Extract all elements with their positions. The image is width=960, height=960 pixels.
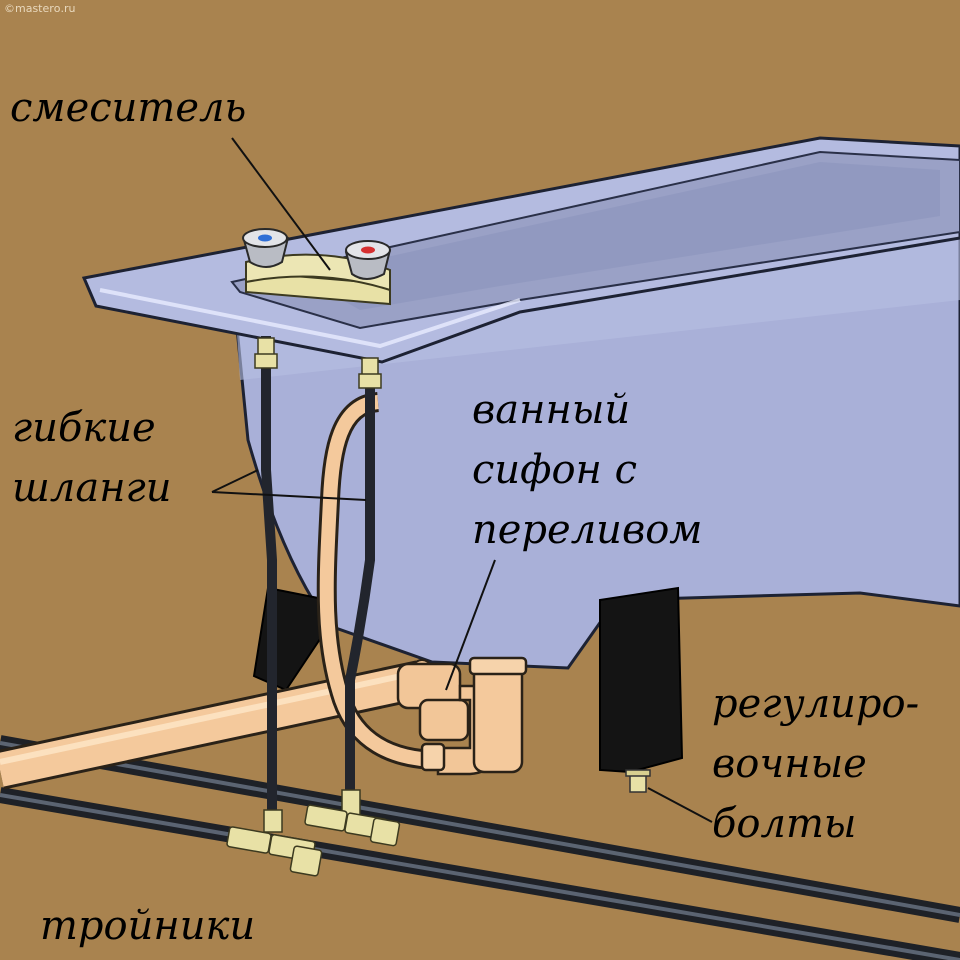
label-hoses: гибкие шланги [12, 398, 172, 518]
label-mixer-text: смеситель [10, 85, 247, 131]
hose-couplings [254, 337, 382, 389]
mixer-tap [242, 228, 392, 306]
label-siphon-line-3: переливом [472, 507, 703, 553]
label-tees-text: тройники [40, 903, 256, 949]
bathtub-right-foot [599, 586, 684, 774]
label-hoses-line-1: гибкие [12, 405, 156, 451]
leader-mixer [231, 137, 331, 271]
leader-lines [211, 137, 713, 823]
leader-hose-left [211, 469, 259, 493]
label-bolts: регулиро- вочные болты [712, 674, 919, 854]
label-siphon-line-2: сифон с [472, 447, 638, 493]
tee-fittings [226, 789, 401, 877]
supply-pipes [0, 735, 960, 960]
label-bolts-line-3: болты [712, 801, 857, 847]
flexible-hoses [261, 336, 375, 816]
label-mixer: смеситель [10, 78, 246, 138]
label-siphon: ванный сифон с переливом [472, 380, 702, 560]
label-tees: тройники [40, 896, 255, 956]
leader-bolts [647, 787, 713, 823]
label-hoses-line-2: шланги [12, 465, 172, 511]
label-bolts-line-2: вочные [712, 741, 867, 787]
bath-siphon [396, 656, 528, 776]
watermark: ©masterо.ru [4, 2, 76, 15]
leader-hose-right [211, 491, 367, 501]
label-siphon-line-1: ванный [472, 387, 631, 433]
overflow-pipe [316, 392, 441, 770]
adjusting-bolt [625, 769, 651, 793]
leader-siphon [445, 559, 496, 691]
label-bolts-line-1: регулиро- [712, 681, 920, 727]
